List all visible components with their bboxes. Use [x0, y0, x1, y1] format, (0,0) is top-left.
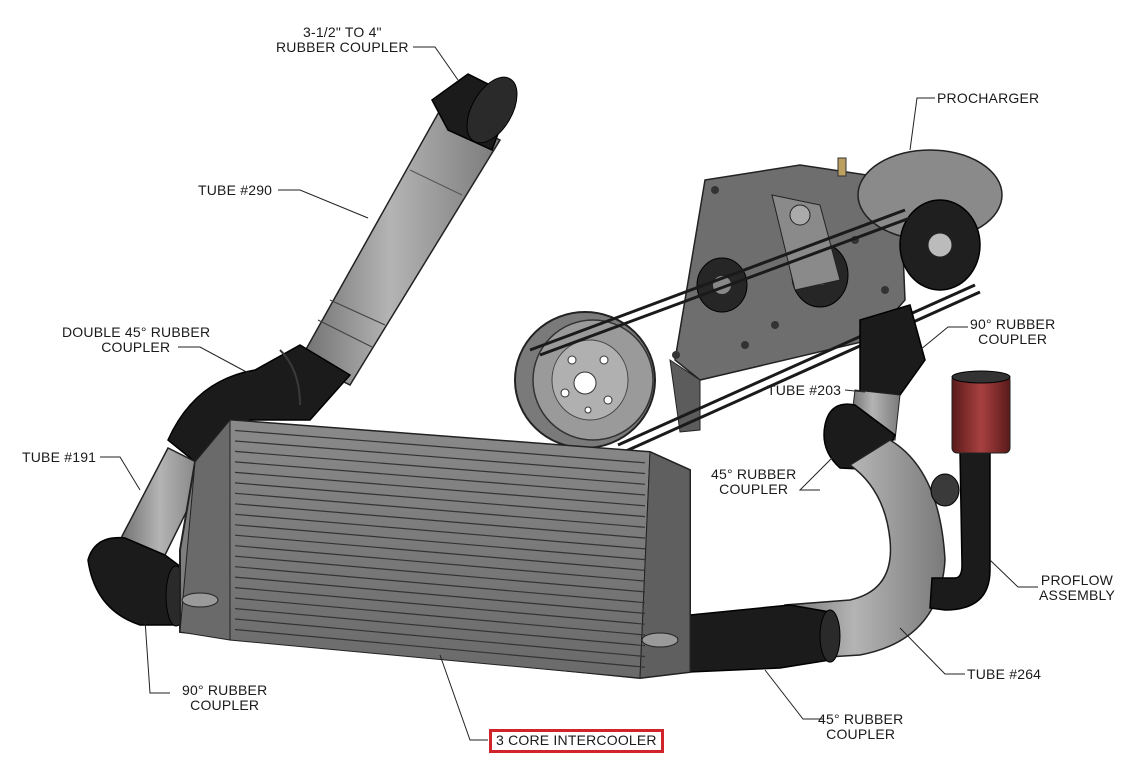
intercooler-fin	[234, 628, 646, 668]
idler-pulleys	[696, 194, 849, 313]
intercooler-fin	[234, 461, 646, 496]
rubber-coupler-90-right	[859, 304, 926, 396]
procharger-head-unit	[837, 149, 1003, 291]
leader-lines	[100, 46, 1038, 741]
intercooler-core	[179, 418, 691, 680]
label-rubber-coupler-top: 3-1/2" TO 4" RUBBER COUPLER	[276, 24, 409, 55]
intercooler-fin	[234, 555, 646, 593]
label-3-core-intercooler: 3 CORE INTERCOOLER	[489, 729, 664, 753]
intercooler-fin	[234, 608, 646, 647]
rubber-coupler-top	[431, 73, 518, 152]
rubber-coupler-90-left	[87, 536, 187, 627]
label-tube-203: TUBE #203	[767, 382, 842, 398]
label-procharger: PROCHARGER	[937, 90, 1040, 106]
intercooler-fin	[234, 618, 646, 658]
label-double-45-coupler: DOUBLE 45° RUBBER COUPLER	[62, 324, 211, 355]
label-tube-290: TUBE #290	[198, 182, 273, 198]
intercooler-fin	[234, 503, 646, 539]
intercooler-fin	[234, 492, 646, 528]
intercooler-fin	[234, 566, 646, 604]
intercooler-fin	[234, 545, 646, 582]
intercooler-fin	[234, 450, 646, 485]
crank-pulley	[514, 311, 656, 449]
intercooler-fin	[234, 440, 646, 475]
intercooler-fin	[234, 587, 646, 625]
label-90-rubber-coupler-left: 90° RUBBER COUPLER	[182, 682, 268, 713]
label-90-rubber-coupler-right: 90° RUBBER COUPLER	[970, 316, 1056, 347]
intercooler-fin	[234, 597, 646, 636]
label-tube-264: TUBE #264	[967, 666, 1042, 682]
intercooler-fin	[234, 534, 646, 571]
intercooler-fin	[234, 471, 646, 507]
label-tube-191: TUBE #191	[22, 449, 97, 465]
intercooler-fin	[234, 513, 646, 550]
rubber-coupler-45-bottom	[689, 604, 841, 673]
label-45-rubber-coupler-bottom: 45° RUBBER COUPLER	[818, 711, 904, 742]
tube-290	[298, 109, 502, 386]
intercooler-fin	[234, 429, 646, 464]
intercooler-fin	[234, 524, 646, 561]
proflow-assembly	[929, 370, 1011, 611]
label-45-rubber-coupler-mid: 45° RUBBER COUPLER	[711, 466, 797, 497]
intercooler-fin	[234, 482, 646, 518]
intercooler-fin	[234, 576, 646, 614]
drive-belt	[529, 208, 981, 453]
label-proflow-assembly: PROFLOW ASSEMBLY	[1039, 572, 1116, 603]
